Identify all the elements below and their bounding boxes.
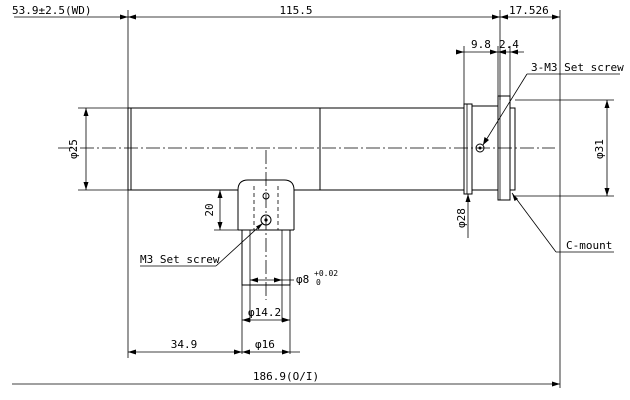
port-bore-tolerance-upper: +0.02 [314, 269, 338, 278]
c-mount-callout: C-mount [511, 192, 614, 253]
ring-diameter-label: φ28 [455, 208, 468, 228]
set-screw-3-label: 3-M3 Set screw [531, 61, 624, 74]
port-outer-width-label: φ16 [255, 338, 275, 351]
mount-diameter-label: φ31 [593, 139, 606, 159]
set-screw-m3-label: M3 Set screw [140, 253, 220, 266]
body-diameter-label: φ25 [67, 139, 80, 159]
port-height-label: 20 [203, 203, 216, 216]
mount-flange-label: 17.526 [509, 4, 549, 17]
port-height-dimension: 20 [203, 189, 242, 231]
side-port [237, 179, 295, 286]
c-mount-label: C-mount [566, 239, 612, 252]
port-inner-width-label: φ14.2 [248, 306, 281, 319]
set-screw-m3-callout: M3 Set screw [140, 222, 264, 267]
lens-body [127, 95, 516, 201]
ring-diameter-dimension: φ28 [455, 194, 471, 238]
body-diameter-dimension: φ25 [67, 107, 128, 191]
port-bore-dimension: φ8 +0.02 0 [241, 269, 338, 354]
port-inner-width-dimension: φ14.2 [242, 306, 290, 323]
dim-9-8-label: 9.8 [471, 38, 491, 51]
top-dimension-row: 53.9±2.5(WD) 115.5 17.526 [12, 4, 561, 388]
port-bore-label: φ8 [296, 273, 309, 286]
ring-dimensions: 9.8 2.4 [456, 38, 524, 104]
total-length-label: 186.9(O/I) [253, 370, 319, 383]
dim-2-4-label: 2.4 [499, 38, 519, 51]
total-length-dimension: 186.9(O/I) [12, 370, 560, 387]
bottom-dimension-row: 34.9 φ16 [127, 190, 300, 358]
port-offset-label: 34.9 [171, 338, 198, 351]
set-screw-3-callout: 3-M3 Set screw [482, 61, 624, 146]
body-length-label: 115.5 [279, 4, 312, 17]
working-distance-label: 53.9±2.5(WD) [12, 4, 91, 17]
port-bore-tolerance-lower: 0 [316, 278, 321, 287]
mount-diameter-dimension: φ31 [515, 99, 614, 197]
